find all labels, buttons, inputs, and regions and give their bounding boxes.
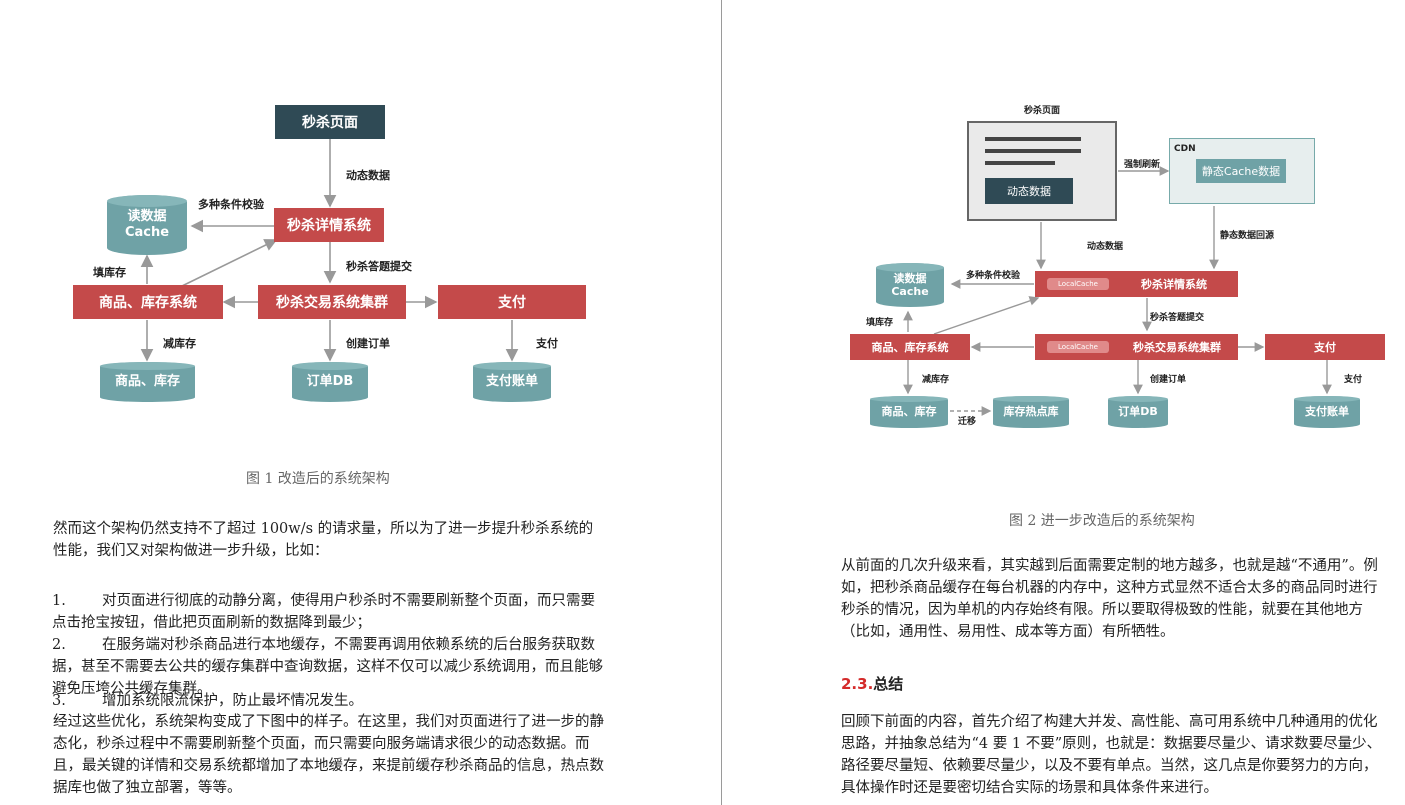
edge-label-dynamic: 动态数据 [1087, 242, 1124, 252]
edge-label-pay: 支付 [536, 337, 558, 350]
node-detail-system: 秒杀详情系统 [274, 208, 384, 242]
edge-label-reduce-stock: 减库存 [163, 337, 196, 350]
paragraph-3: 从前面的几次升级来看，其实越到后面需要定制的地方越多，也就是越“不通用”。例如，… [841, 558, 1378, 640]
text-line-2 [985, 149, 1081, 153]
node-goods-db: 商品、库存 [100, 362, 195, 402]
list-item-1-text: 对页面进行彻底的动静分离，使得用户秒杀时不需要刷新整个页面，而只需要点击抢宝按钮… [52, 593, 595, 631]
local-cache-badge-2: LocalCache [1047, 341, 1109, 353]
node-pay-bill: 支付账单 [473, 362, 551, 402]
text-line-1 [985, 137, 1081, 141]
node-goods-db: 商品、库存 [870, 396, 948, 428]
pay-bill-label: 支付账单 [485, 374, 538, 390]
section-title: 总结 [873, 675, 904, 693]
edge-label-answer-submit: 秒杀答题提交 [346, 260, 412, 273]
edge-label-fill-stock: 填库存 [93, 266, 126, 279]
node-order-db: 订单DB [292, 362, 368, 402]
edge-label-create-order: 创建订单 [1150, 375, 1187, 385]
pay-bill-label: 支付账单 [1305, 405, 1349, 419]
edge-label-migrate: 迁移 [958, 417, 977, 427]
dynamic-data-box: 动态数据 [985, 178, 1073, 204]
node-detail-system: LocalCache 秒杀详情系统 [1035, 271, 1238, 297]
detail-system-label: 秒杀详情系统 [1141, 278, 1207, 291]
node-pay: 支付 [438, 285, 586, 319]
figure-1-arrows [140, 139, 519, 362]
edge-label-answer-submit: 秒杀答题提交 [1150, 313, 1205, 323]
edge-label-static-back: 静态数据回源 [1220, 231, 1275, 241]
read-cache-line-2: Cache [124, 225, 170, 240]
right-page: 秒杀页面 动态数据 CDN 静态Cache数据 强制刷新 动态数据 静态数据回源… [722, 0, 1405, 805]
edge-label-multi-check: 多种条件校验 [966, 271, 1021, 281]
edge-label-fill-stock: 填库存 [866, 318, 894, 328]
figure-1-caption: 图 1 改造后的系统架构 [246, 471, 390, 487]
order-db-label: 订单DB [1118, 405, 1158, 419]
read-cache-line-1: 读数据 [893, 271, 927, 285]
node-seckill-page: 秒杀页面 [275, 105, 385, 139]
page-mockup [967, 121, 1117, 221]
paragraph-4: 回顾下前面的内容，首先介绍了构建大并发、高性能、高可用系统中几种通用的优化思路，… [841, 714, 1382, 796]
edge-label-pay: 支付 [1344, 375, 1363, 385]
node-pay-bill: 支付账单 [1294, 396, 1360, 428]
edge-label-dynamic: 动态数据 [346, 169, 390, 182]
node-trade-cluster: 秒杀交易系统集群 [258, 285, 406, 319]
edge-label-force-refresh: 强制刷新 [1124, 160, 1161, 170]
order-db-label: 订单DB [306, 374, 354, 390]
goods-db-label: 商品、库存 [114, 374, 180, 390]
list-item-1-number: 1. [52, 593, 66, 609]
edge-label-reduce-stock: 减库存 [922, 375, 950, 385]
node-goods-stock-system: 商品、库存系统 [850, 334, 970, 360]
list-item-3-number: 3. [52, 693, 66, 709]
node-trade-cluster: LocalCache 秒杀交易系统集群 [1035, 334, 1238, 360]
edge-label-multi-check: 多种条件校验 [198, 198, 264, 211]
read-cache-line-1: 读数据 [127, 209, 167, 225]
list-item-2-text: 在服务端对秒杀商品进行本地缓存，不需要再调用依赖系统的后台服务获取数据，甚至不需… [52, 637, 603, 697]
hot-db-label: 库存热点库 [1003, 405, 1059, 419]
section-heading: 2.3.总结 [841, 673, 903, 694]
page-mockup-title: 秒杀页面 [1024, 106, 1061, 116]
page-divider [721, 0, 722, 805]
text-line-3 [985, 161, 1055, 165]
figure-2-caption: 图 2 进一步改造后的系统架构 [1009, 513, 1195, 529]
trade-cluster-label: 秒杀交易系统集群 [1133, 341, 1221, 354]
node-hot-db: 库存热点库 [993, 396, 1069, 428]
list-item-3-text: 增加系统限流保护，防止最坏情况发生。 [102, 693, 363, 709]
paragraph-2: 经过这些优化，系统架构变成了下图中的样子。在这里，我们对页面进行了进一步的静态化… [53, 714, 604, 796]
static-cache-box: 静态Cache数据 [1196, 159, 1286, 183]
read-cache-line-2: Cache [891, 285, 929, 298]
section-number: 2.3. [841, 675, 874, 693]
node-order-db: 订单DB [1108, 396, 1168, 428]
figure-2-arrows [903, 166, 1332, 416]
edge-label-create-order: 创建订单 [346, 337, 390, 350]
cdn-title: CDN [1174, 144, 1196, 154]
goods-db-label: 商品、库存 [881, 405, 937, 419]
paragraph-1: 然而这个架构仍然支持不了超过 100w/s 的请求量，所以为了进一步提升秒杀系统… [53, 521, 594, 559]
node-goods-stock-system: 商品、库存系统 [73, 285, 223, 319]
list-item-2-number: 2. [52, 637, 66, 653]
node-pay: 支付 [1265, 334, 1385, 360]
local-cache-badge-1: LocalCache [1047, 278, 1109, 290]
